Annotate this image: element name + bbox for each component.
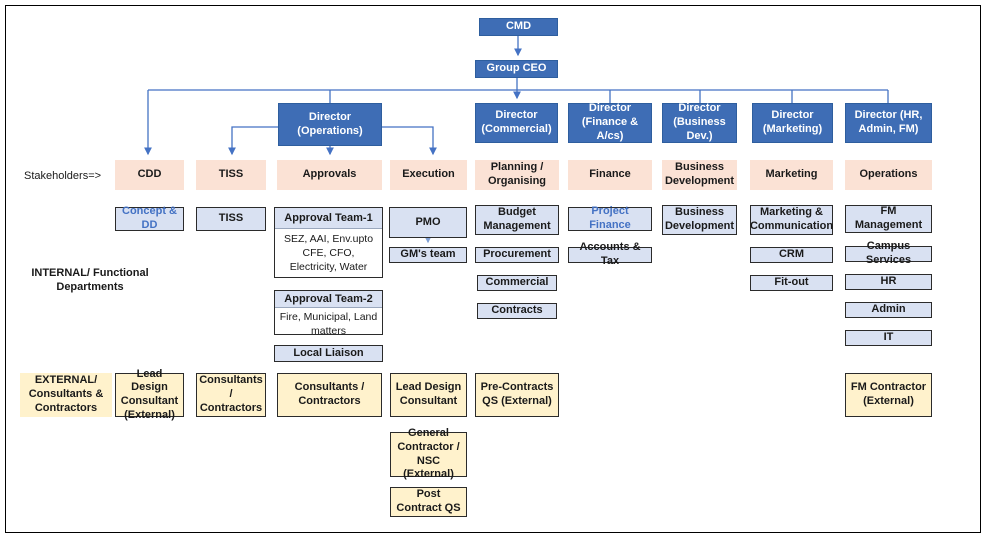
external-pre-contracts-qs: Pre-Contracts QS (External) bbox=[475, 373, 559, 417]
external-row-label: EXTERNAL/ Consultants & Contractors bbox=[20, 373, 112, 417]
stakeholder-planning-organising: Planning / Organising bbox=[475, 160, 559, 190]
internal-project-finance: Project Finance bbox=[568, 205, 652, 231]
internal-fm-management: FM Management bbox=[845, 205, 932, 233]
internal-gms-team: GM's team bbox=[389, 247, 467, 263]
internal-commercial: Commercial bbox=[477, 275, 557, 291]
external-consultants-contractors-1: Consultants / Contractors bbox=[196, 373, 266, 417]
internal-accounts-tax: Accounts & Tax bbox=[568, 241, 652, 267]
stakeholder-marketing: Marketing bbox=[750, 160, 833, 190]
external-fm-contractor: FM Contractor (External) bbox=[845, 373, 932, 417]
node-director-business-dev: Director (Business Dev.) bbox=[662, 102, 737, 143]
internal-budget-management: Budget Management bbox=[475, 205, 559, 235]
internal-crm: CRM bbox=[750, 247, 833, 263]
internal-approval-team-2: Approval Team-2 Fire, Municipal, Land ma… bbox=[274, 290, 383, 337]
node-director-operations: Director (Operations) bbox=[278, 103, 382, 146]
internal-row-label: INTERNAL/ Functional Departments bbox=[31, 267, 149, 293]
stakeholder-operations: Operations bbox=[845, 160, 932, 190]
internal-hr: HR bbox=[845, 274, 932, 290]
internal-concept-dd: Concept & DD bbox=[115, 205, 184, 231]
external-general-contractor-nsc: General Contractor / NSC (External) bbox=[390, 427, 467, 480]
internal-contracts: Contracts bbox=[477, 303, 557, 319]
internal-campus-services: Campus Services bbox=[845, 240, 932, 266]
stakeholder-finance: Finance bbox=[568, 160, 652, 190]
internal-pmo: PMO bbox=[389, 207, 467, 238]
stakeholder-execution: Execution bbox=[390, 160, 467, 190]
external-consultants-contractors-2: Consultants / Contractors bbox=[277, 373, 382, 417]
stakeholder-approvals: Approvals bbox=[277, 160, 382, 190]
approval-team-2-body: Fire, Municipal, Land matters bbox=[279, 311, 378, 338]
node-cmd: CMD bbox=[479, 18, 558, 36]
approval-team-1-title: Approval Team-1 bbox=[275, 208, 382, 229]
stakeholder-tiss: TISS bbox=[196, 160, 266, 190]
external-lead-design-consultant-external: Lead Design Consultant (External) bbox=[115, 368, 184, 421]
internal-fit-out: Fit-out bbox=[750, 275, 833, 291]
stakeholder-cdd: CDD bbox=[115, 160, 184, 190]
internal-admin: Admin bbox=[845, 302, 932, 318]
external-post-contract-qs: Post Contract QS bbox=[390, 487, 467, 517]
node-director-commercial: Director (Commercial) bbox=[475, 103, 558, 143]
node-director-hr-admin-fm: Director (HR, Admin, FM) bbox=[845, 103, 932, 143]
internal-procurement: Procurement bbox=[475, 247, 559, 263]
node-director-marketing: Director (Marketing) bbox=[752, 103, 833, 143]
internal-it: IT bbox=[845, 330, 932, 346]
stakeholder-business-development: Business Development bbox=[662, 160, 737, 190]
node-group-ceo: Group CEO bbox=[475, 60, 558, 78]
internal-tiss: TISS bbox=[196, 207, 266, 231]
external-lead-design-consultant: Lead Design Consultant bbox=[390, 373, 467, 417]
approval-team-1-body: SEZ, AAI, Env.upto CFE, CFO, Electricity… bbox=[283, 232, 374, 274]
approval-team-2-title: Approval Team-2 bbox=[275, 291, 382, 308]
node-director-finance: Director (Finance & A/cs) bbox=[568, 102, 652, 143]
internal-local-liaison: Local Liaison bbox=[274, 345, 383, 362]
internal-marketing-communication: Marketing & Communication bbox=[750, 205, 833, 235]
stakeholders-row-label: Stakeholders=> bbox=[24, 170, 102, 183]
internal-business-development: Business Development bbox=[662, 205, 737, 235]
internal-approval-team-1: Approval Team-1 SEZ, AAI, Env.upto CFE, … bbox=[274, 207, 383, 278]
